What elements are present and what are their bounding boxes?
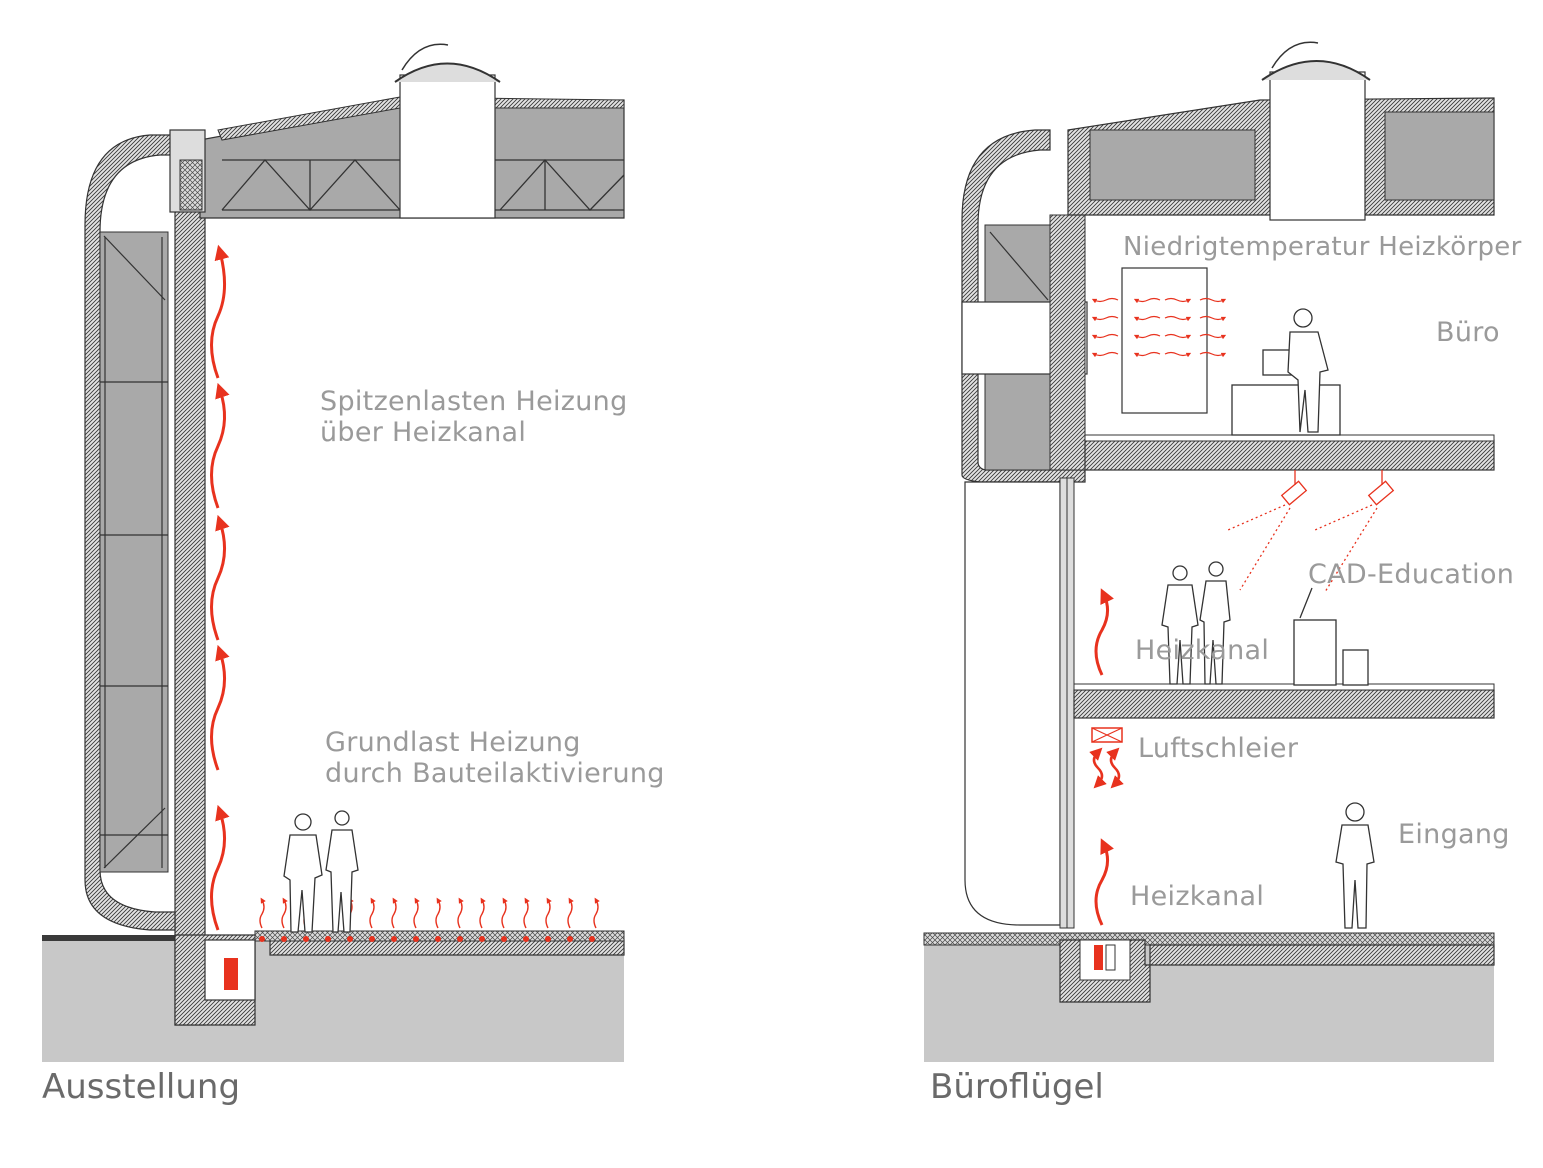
left-section-drawing: [42, 43, 625, 1062]
label-peak-heating-line1: Spitzenlasten Heizung: [320, 386, 628, 417]
label-eingang: Eingang: [1398, 819, 1510, 850]
label-peak-heating-line2: über Heizkanal: [320, 417, 527, 448]
label-cad-education: CAD-Education: [1308, 559, 1515, 590]
label-base-heating-line2: durch Bauteilaktivierung: [325, 758, 665, 789]
label-base-heating-line1: Grundlast Heizung: [325, 727, 581, 758]
label-radiator: Niedrigtemperatur Heizkörper: [1123, 232, 1522, 262]
title-bueroflugel: Büroflügel: [930, 1067, 1104, 1107]
label-luftschleier: Luftschleier: [1138, 733, 1299, 764]
right-section-drawing: [923, 41, 1495, 1062]
label-office: Büro: [1436, 317, 1500, 348]
label-heizkanal-upper: Heizkanal: [1135, 635, 1270, 666]
title-ausstellung: Ausstellung: [42, 1067, 241, 1107]
label-heizkanal-lower: Heizkanal: [1130, 881, 1265, 912]
